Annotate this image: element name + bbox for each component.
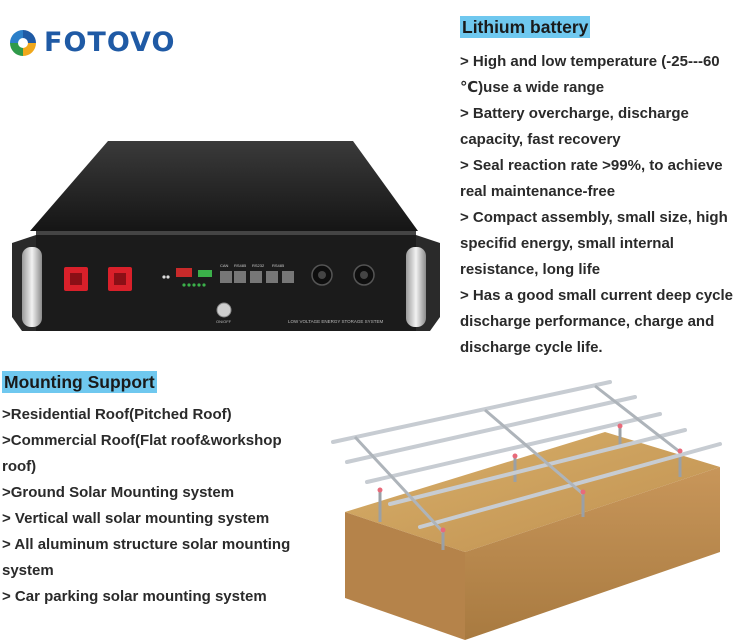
list-item: >Residential Roof(Pitched Roof)	[2, 406, 232, 423]
rail-clamps	[377, 423, 683, 533]
fotovo-swirl-logo-icon	[10, 29, 36, 56]
mount-rails	[331, 380, 722, 529]
mounting-feature-list: >Residential Roof(Pitched Roof) >Commerc…	[2, 402, 292, 610]
list-item: > Has a good small current deep cycle di…	[460, 287, 734, 356]
list-item: > Seal reaction rate >99%, to achieve re…	[460, 157, 723, 200]
status-connector	[198, 270, 212, 277]
power-button-label: ON/OFF	[216, 319, 232, 324]
list-item: > All aluminum structure solar mounting …	[2, 536, 291, 579]
list-item: > Compact assembly, small size, high spe…	[460, 209, 728, 278]
port-label: RS485	[272, 263, 285, 268]
soil-side	[345, 512, 465, 640]
list-item: > Car parking solar mounting system	[2, 588, 267, 605]
list-item: > Vertical wall solar mounting system	[2, 510, 270, 527]
battery-product-image: CAN RS485 RS232 RS485 ON/OFF LOW VOLTAGE…	[12, 141, 440, 331]
list-item: >Commercial Roof(Flat roof&workshop roof…	[2, 432, 282, 475]
soil-front	[465, 467, 720, 640]
lithium-battery-heading: Lithium battery	[460, 16, 591, 38]
port-label: RS232	[252, 263, 265, 268]
port-label: CAN	[220, 263, 229, 268]
list-item: >Ground Solar Mounting system	[2, 484, 235, 501]
power-button	[216, 302, 232, 318]
list-item: > Battery overcharge, discharge capacity…	[460, 105, 689, 148]
mounting-support-heading: Mounting Support	[2, 371, 157, 393]
ground-mount-structure-image	[331, 380, 722, 640]
comm-ports	[220, 271, 294, 283]
port-label: RS485	[234, 263, 247, 268]
dip-switch	[176, 268, 192, 277]
brand-logo: FOTOVO	[8, 27, 175, 58]
right-handle	[406, 247, 426, 327]
brand-name: FOTOVO	[44, 27, 176, 58]
list-item: > High and low temperature (-25---60 ℃)u…	[460, 53, 720, 96]
left-handle	[22, 247, 42, 327]
system-label: LOW VOLTAGE ENERGY STORAGE SYSTEM	[288, 319, 383, 324]
cross-beams	[353, 384, 681, 534]
lithium-feature-list: > High and low temperature (-25---60 ℃)u…	[460, 49, 740, 361]
